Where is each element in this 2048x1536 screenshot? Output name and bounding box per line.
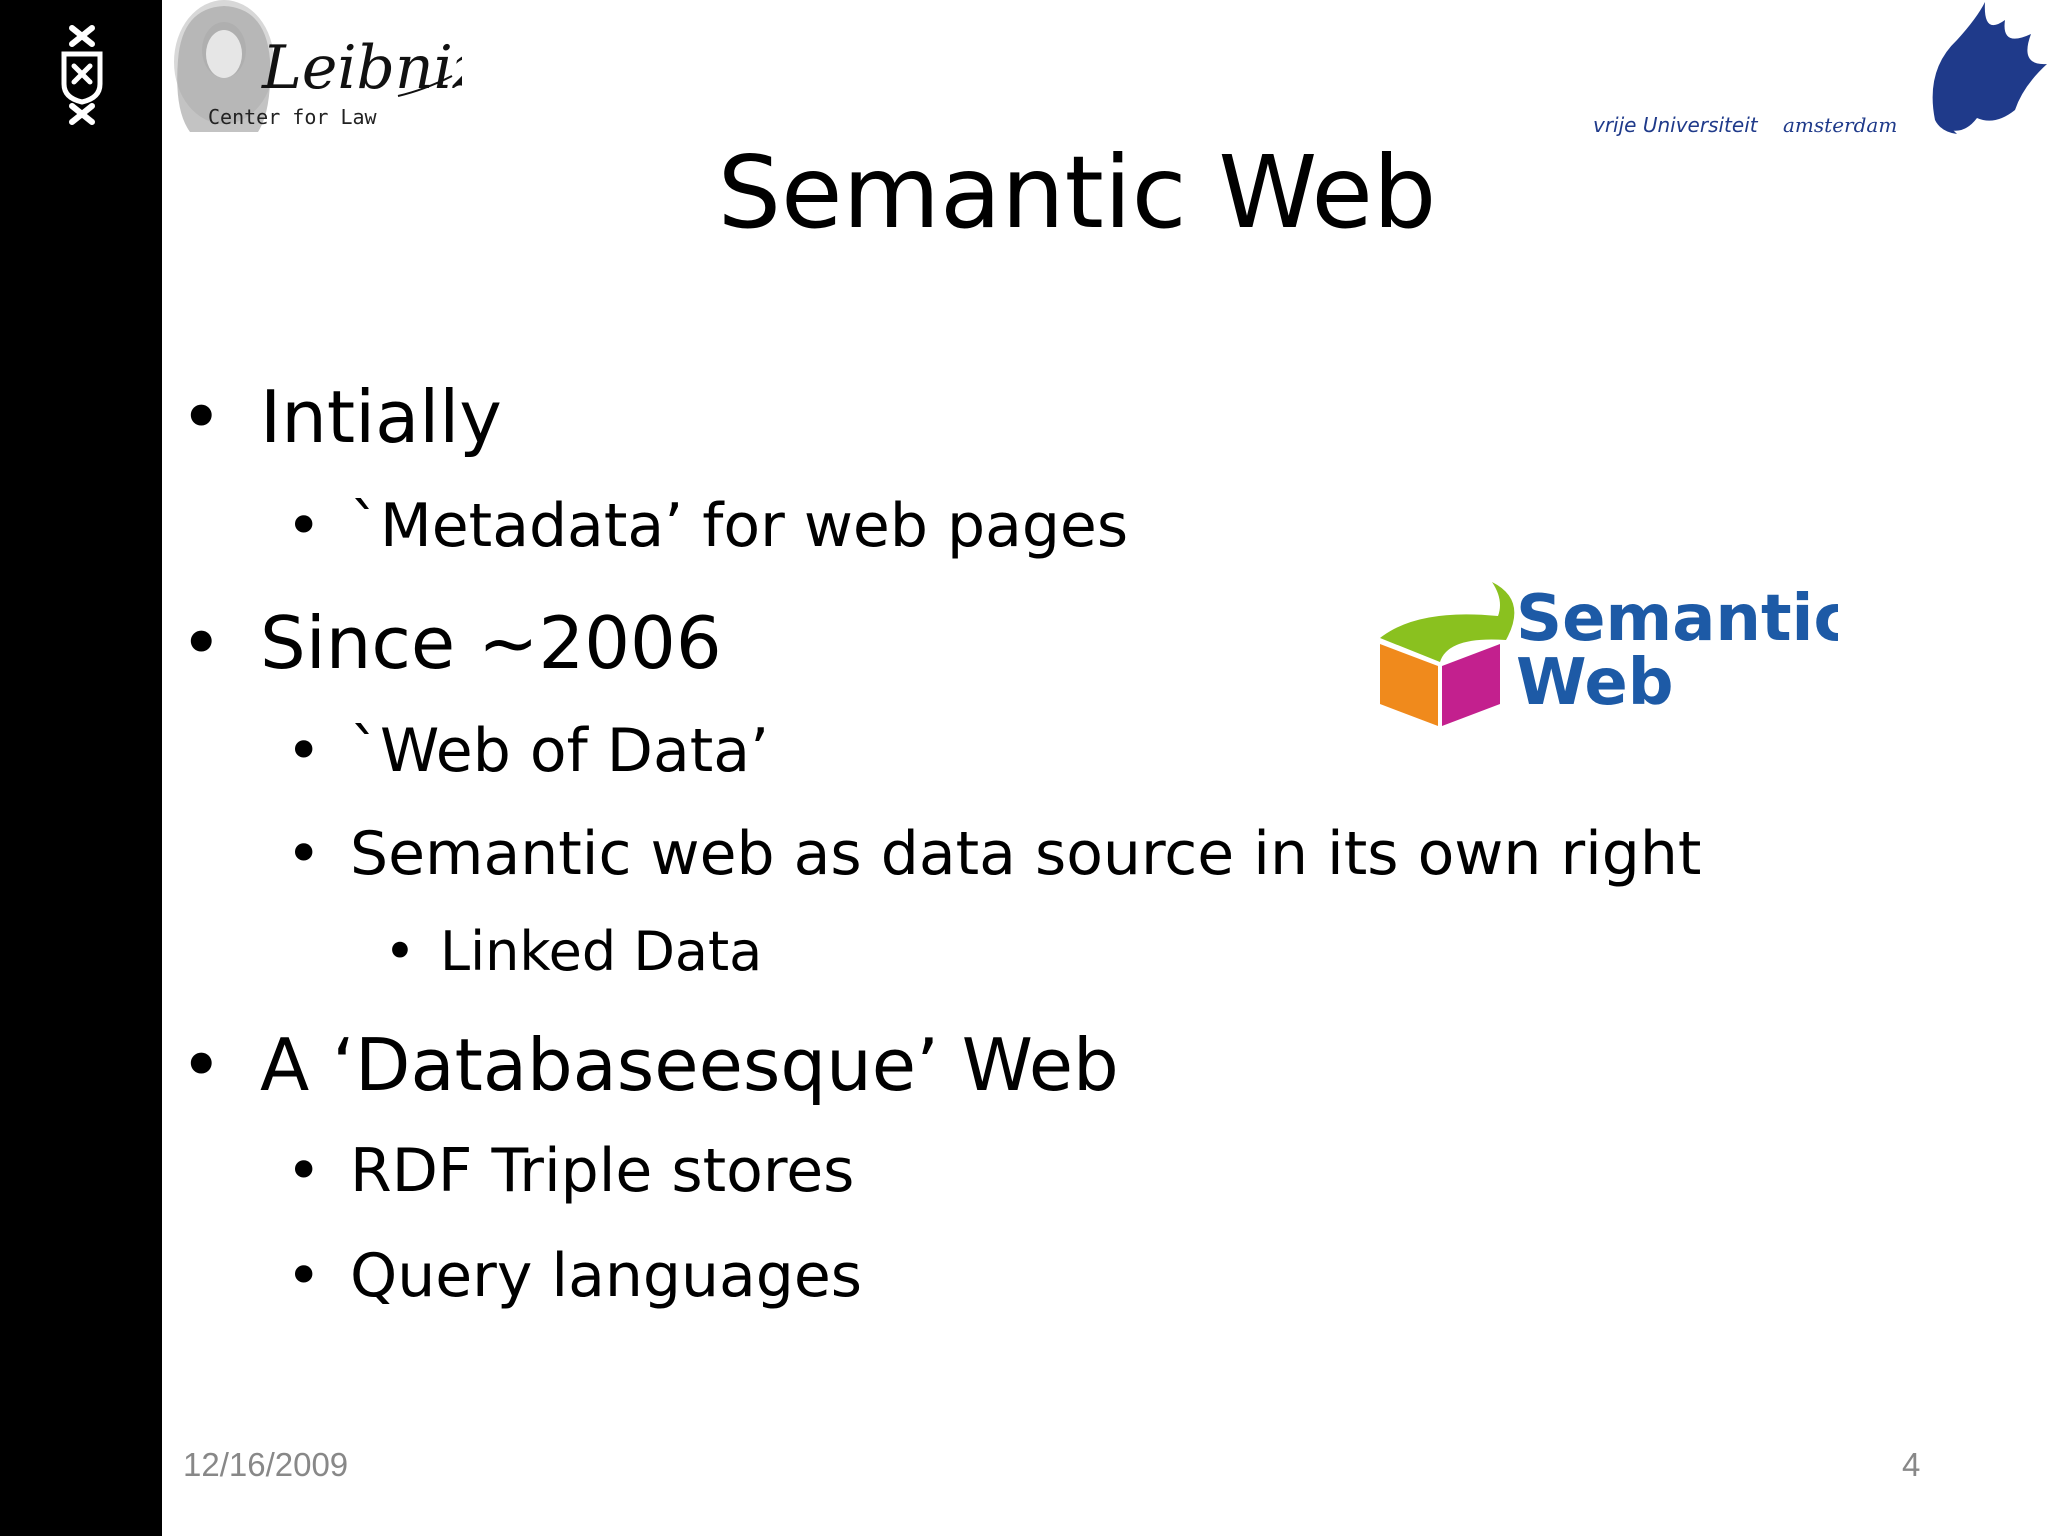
bullet-text: `Metadata’ for web pages [350, 491, 1129, 561]
bullet-text: Since ~2006 [260, 601, 722, 685]
footer-date: 12/16/2009 [183, 1446, 349, 1483]
bullet-text: Linked Data [440, 920, 763, 983]
uva-crest-icon [61, 25, 103, 125]
vu-name-part1: vrije Universiteit [1593, 113, 1759, 137]
semantic-web-logo: Semantic Web [1380, 582, 1838, 726]
slide-title: Semantic Web [717, 134, 1437, 251]
leibniz-portrait-icon [174, 0, 274, 132]
bullet-marker: • [286, 716, 322, 786]
bullet-text: `Web of Data’ [350, 716, 770, 786]
semantic-web-cube-icon [1380, 582, 1515, 726]
sidebar-band [0, 0, 162, 1536]
bullet-text: Intially [260, 375, 502, 459]
bullet-marker: • [286, 1136, 322, 1206]
bullet-text: RDF Triple stores [350, 1136, 855, 1206]
bullet-marker: • [180, 375, 223, 459]
bullet-list: • Intially • `Metadata’ for web pages • Since… [180, 375, 1702, 1311]
bullet-marker: • [286, 491, 322, 561]
semantic-web-logo-line1: Semantic [1516, 582, 1838, 656]
bullet-marker: • [180, 601, 223, 685]
bullet-marker: • [286, 819, 322, 889]
bullet-text: A ‘Databaseesque’ Web [260, 1023, 1119, 1107]
bullet-marker: • [286, 1241, 322, 1311]
leibniz-subtitle: Center for Law [208, 105, 378, 129]
griffin-icon [1932, 2, 2047, 134]
vu-amsterdam-logo: vrije Universiteit amsterdam [1593, 2, 2047, 137]
bullet-text: Semantic web as data source in its own r… [350, 819, 1702, 889]
leibniz-center-logo: Leibniz Center for Law [162, 0, 462, 136]
bullet-text: Query languages [350, 1241, 863, 1311]
bullet-marker: • [180, 1023, 223, 1107]
vu-name-part2: amsterdam [1783, 113, 1897, 137]
slide-number: 4 [1902, 1446, 1921, 1483]
leibniz-script: Leibniz [261, 33, 462, 103]
semantic-web-logo-line2: Web [1516, 646, 1674, 720]
bullet-marker: • [384, 920, 416, 983]
